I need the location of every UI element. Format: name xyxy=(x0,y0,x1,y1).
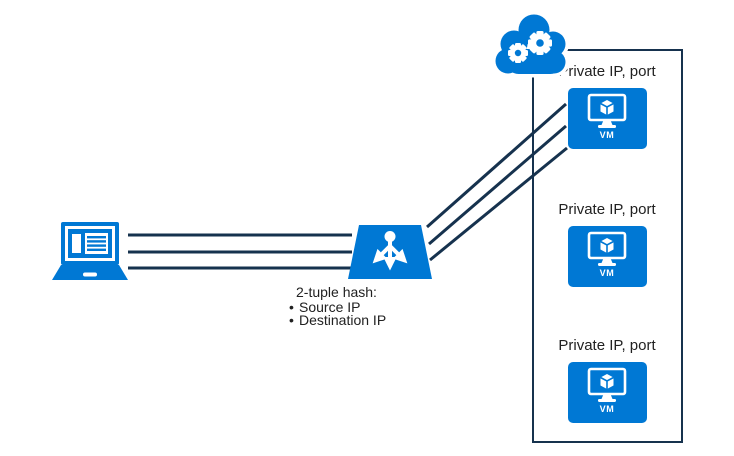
load-balancer-icon xyxy=(348,225,432,279)
bullet-char: • xyxy=(289,312,294,328)
vm2-icon: VM xyxy=(567,226,647,287)
lb-vm-line xyxy=(426,102,567,229)
vm1-private-ip-label: Private IP, port xyxy=(558,63,656,80)
vm1-text: VM xyxy=(599,130,615,140)
lb-caption-bullet-1: • Source IP xyxy=(289,298,386,315)
vm3-text: VM xyxy=(599,404,615,414)
bullet-char: • xyxy=(289,298,294,315)
vm2-text: VM xyxy=(599,268,615,278)
vm-group-3: Private IP, port VM xyxy=(534,338,680,423)
vm2-private-ip-label: Private IP, port xyxy=(558,201,656,218)
cloud-gears-icon xyxy=(493,11,569,78)
vm1-icon: VM xyxy=(567,88,647,149)
vm3-private-ip-label: Private IP, port xyxy=(558,337,656,354)
vm-monitor-icon xyxy=(587,231,627,266)
vm-group-2: Private IP, port VM xyxy=(534,202,680,287)
vm3-icon: VM xyxy=(567,362,647,423)
lb-vm-line xyxy=(428,124,567,246)
lb-caption-title: 2-tuple hash: xyxy=(296,284,377,300)
gear-icon xyxy=(528,31,552,55)
lb-caption: 2-tuple hash: • Source IP • Destination IP xyxy=(289,284,387,328)
bullet-text-source-ip: Source IP xyxy=(299,298,361,315)
vm-monitor-icon xyxy=(587,93,627,128)
gear-icon xyxy=(508,43,528,63)
vm-group-1: Private IP, port VM xyxy=(534,64,680,149)
lb-vm-line xyxy=(429,146,568,262)
laptop-icon xyxy=(52,222,128,280)
bullet-text-destination-ip: Destination IP xyxy=(299,312,387,328)
lb-caption-bullet-2: • Destination IP xyxy=(289,312,387,328)
vm-monitor-icon xyxy=(587,367,627,402)
